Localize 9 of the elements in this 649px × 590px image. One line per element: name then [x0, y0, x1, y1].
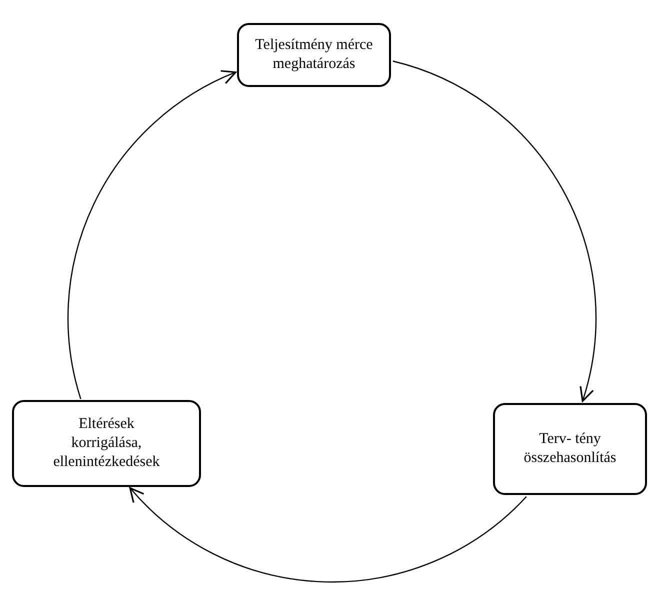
- process-box: [12, 400, 201, 487]
- process-box: [493, 403, 647, 495]
- curved-arrow: [392, 60, 596, 402]
- box-text: Eltérések korrigálása, ellenintézkedések: [52, 415, 161, 472]
- box-text: Terv- tény összehasonlítás: [522, 430, 618, 468]
- curved-arrow: [129, 487, 527, 582]
- process-box: [237, 23, 391, 87]
- box-text: Teljesítmény mérce meghatározás: [254, 36, 374, 74]
- curved-arrow: [68, 71, 236, 400]
